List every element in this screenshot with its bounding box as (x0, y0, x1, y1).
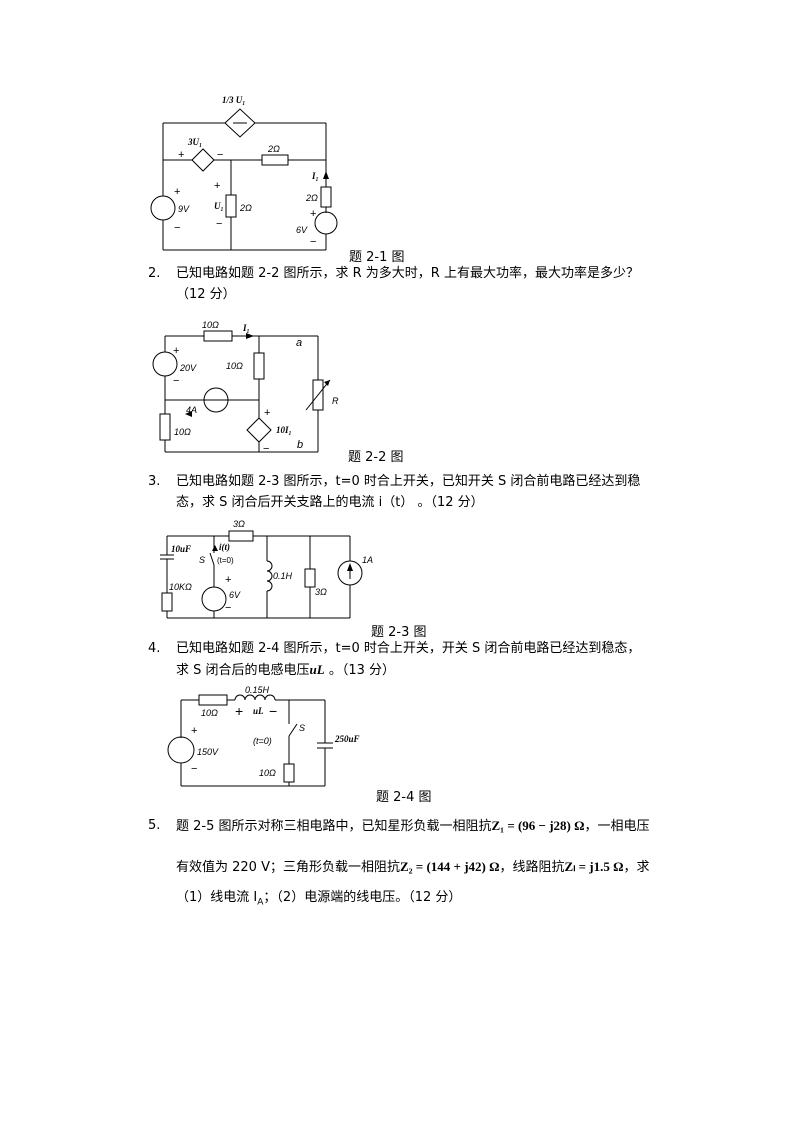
q2-number: 2. (148, 266, 161, 281)
q4-line2: 求 S 闭合后的电感电压uL 。（13 分） (176, 662, 396, 678)
fig2-dep: 10I₁ (276, 425, 292, 435)
fig3-r10k: 10KΩ (169, 582, 192, 592)
figure-2-2-caption: 题 2-2 图 (348, 450, 404, 465)
fig4-v150: 150V (197, 747, 219, 757)
svg-text:−: − (216, 218, 222, 230)
svg-text:+: + (173, 345, 179, 357)
fig2-r-top: 10Ω (202, 320, 219, 330)
fig2-cs: 4A (186, 405, 197, 415)
q5-number: 5. (148, 818, 161, 833)
figure-2-4-caption: 题 2-4 图 (376, 790, 432, 805)
q5-line3: （1）线电流 IA；（2）电源端的线电压。（12 分） (176, 890, 462, 908)
q5-z2: Z₂ = (144 + j42) Ω (399, 859, 500, 874)
q5-z1: Z₁ = (96 − j28) Ω (491, 818, 585, 833)
svg-text:+: + (178, 149, 184, 161)
fig3-cap: 10uF (171, 544, 191, 554)
svg-text:−: − (225, 602, 231, 614)
fig3-v6: 6V (229, 590, 241, 600)
fig1-v9: 9V (178, 204, 190, 214)
figure-2-3-caption: 题 2-3 图 (371, 625, 427, 640)
fig3-r3: 3Ω (315, 587, 327, 597)
svg-text:−: − (173, 375, 179, 387)
figure-2-2: 10Ω I₁ a + 20V − 10Ω R 4A 10Ω + − 10I₁ b (152, 320, 339, 455)
q4-ul-var: uL (309, 662, 325, 677)
fig3-t0: (t=0) (217, 556, 234, 565)
q4-line1: 已知电路如题 2-4 图所示，t=0 时合上开关，开关 S 闭合前电路已经达到稳… (176, 641, 641, 656)
fig4-l: 0.15H (245, 685, 270, 695)
q4-number: 4. (148, 641, 161, 656)
fig2-r-bot: 10Ω (174, 427, 191, 437)
svg-text:−: − (174, 222, 180, 234)
fig2-i1: I₁ (242, 323, 250, 333)
fig2-a: a (296, 337, 302, 349)
fig4-r-bot: 10Ω (259, 768, 276, 778)
figure-2-4: 0.15H 10Ω + uL − S (t=0) + 150V − 250uF … (167, 685, 360, 787)
fig4-cap: 250uF (334, 734, 360, 744)
svg-text:+: + (235, 703, 243, 719)
svg-text:+: + (174, 186, 180, 198)
q3-number: 3. (148, 474, 161, 489)
q3-line2: 态，求 S 闭合后开关支路上的电流 i（t） 。（12 分） (176, 495, 484, 510)
fig2-v20: 20V (179, 363, 197, 373)
svg-text:+: + (264, 407, 270, 419)
q3-line1: 已知电路如题 2-3 图所示，t=0 时合上开关，已知开关 S 闭合前电路已经达… (176, 474, 641, 489)
fig2-b: b (297, 439, 303, 451)
fig1-u1: U₁ (214, 201, 224, 211)
fig2-r: R (332, 396, 339, 406)
fig3-r-top: 3Ω (233, 519, 245, 529)
svg-text:+: + (310, 208, 316, 220)
q2-line1: 已知电路如题 2-2 图所示，求 R 为多大时，R 上有最大功率，最大功率是多少… (176, 266, 639, 281)
fig3-it: i(t) (219, 542, 230, 552)
svg-text:+: + (214, 180, 220, 192)
figure-2-1: 1/3 U₁ 3U₁ + − 2Ω + U₁ − 2Ω I₁ 2Ω + 6V −… (150, 95, 338, 251)
svg-text:−: − (217, 149, 223, 161)
fig3-a1: 1A (362, 555, 373, 565)
fig1-ctrl-cur: 1/3 U₁ (222, 95, 245, 105)
fig4-s: S (299, 723, 305, 733)
fig2-r-mid: 10Ω (226, 361, 243, 371)
fig4-r-top: 10Ω (201, 708, 218, 718)
figure-2-1-caption: 题 2-1 图 (349, 250, 405, 265)
fig1-i1: I₁ (311, 171, 319, 181)
fig3-l: 0.1H (273, 571, 293, 581)
fig1-r-right: 2Ω (305, 193, 318, 203)
fig1-ctrl-v: 3U₁ (187, 137, 202, 147)
svg-text:+: + (191, 725, 197, 737)
q2-line2: （12 分） (176, 287, 236, 302)
svg-text:−: − (263, 443, 269, 455)
fig1-r-top: 2Ω (267, 144, 280, 154)
fig4-t0: (t=0) (253, 736, 272, 746)
fig4-ul: uL (253, 706, 264, 716)
svg-text:−: − (191, 763, 197, 775)
q5-line2: 有效值为 220 V；三角形负载一相阻抗Z₂ = (144 + j42) Ω，线… (176, 859, 650, 875)
fig1-v6: 6V (296, 225, 308, 235)
q5-zl: Zₗ = j1.5 Ω (564, 859, 624, 874)
svg-text:−: − (310, 236, 316, 248)
svg-text:+: + (225, 574, 231, 586)
q5-line1: 题 2-5 图所示对称三相电路中，已知星形负载一相阻抗Z₁ = (96 − j2… (176, 818, 650, 834)
fig3-s: S (199, 555, 205, 565)
figure-2-3: 3Ω 10uF i(t) S (t=0) + 10KΩ 6V − 0.1H 3Ω… (160, 519, 373, 619)
svg-text:−: − (269, 703, 277, 719)
fig1-r-mid: 2Ω (239, 203, 252, 213)
